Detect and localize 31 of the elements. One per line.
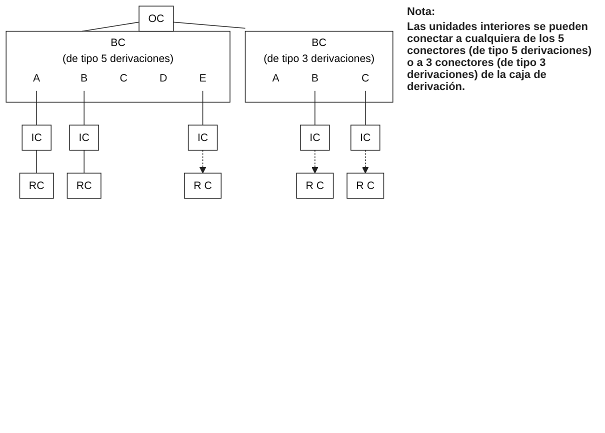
node-text: C bbox=[362, 72, 370, 84]
node-text: A bbox=[33, 72, 40, 84]
node-box: IC bbox=[350, 124, 380, 151]
arrow bbox=[312, 150, 318, 174]
node-box: R C bbox=[296, 172, 334, 199]
node-box: IC bbox=[22, 124, 52, 151]
node-text: B bbox=[311, 72, 318, 84]
node-box: RC bbox=[19, 172, 54, 199]
node-text: D bbox=[159, 72, 168, 84]
node-text: C bbox=[120, 72, 128, 84]
connector bbox=[82, 22, 140, 32]
node-text: B bbox=[80, 72, 88, 84]
connector bbox=[365, 90, 366, 126]
node-box: IC bbox=[69, 124, 99, 151]
note-text: Las unidades interiores se pueden conectar a cualquiera de los 5 conectores (de tipo 5 derivaciones) o a 3 conectores (de tipo 3 derivaciones) de la caja de derivación. bbox=[407, 21, 593, 93]
node-box: IC bbox=[188, 124, 218, 151]
node-box: R C bbox=[346, 172, 384, 199]
connector bbox=[172, 22, 246, 29]
node-text: A bbox=[272, 72, 280, 84]
node-box: RC bbox=[66, 172, 102, 199]
arrow bbox=[362, 150, 369, 174]
node-text: E bbox=[199, 72, 206, 84]
connector bbox=[314, 90, 316, 126]
connector bbox=[36, 90, 37, 126]
node-box: R C bbox=[184, 172, 222, 199]
arrow bbox=[199, 150, 206, 174]
node-box: IC bbox=[300, 124, 330, 151]
connector bbox=[202, 90, 204, 126]
node-box: OC bbox=[138, 6, 174, 32]
note-heading: Nota: bbox=[407, 6, 436, 18]
connector bbox=[36, 150, 37, 174]
